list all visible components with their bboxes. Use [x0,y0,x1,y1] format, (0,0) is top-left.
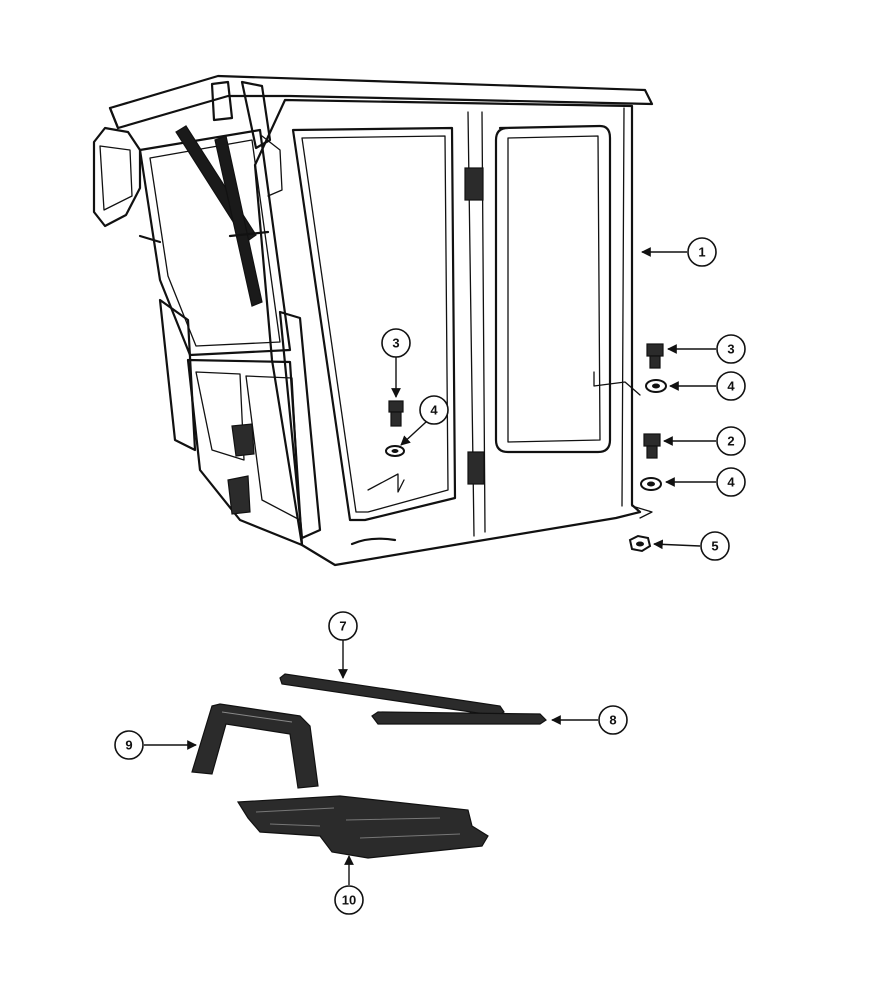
bolt-3-right [646,343,664,369]
floor-mat-10 [236,795,489,859]
leader-lines [144,247,716,885]
callout-2: 2 [716,426,746,456]
svg-text:3: 3 [392,336,399,351]
callout-9: 9 [114,730,144,760]
callout-3-right: 3 [716,334,746,364]
svg-text:9: 9 [125,738,132,753]
svg-text:10: 10 [342,893,356,908]
nut-5 [628,534,652,553]
cab-assembly [92,74,654,567]
bolt-3-left [388,400,404,427]
svg-text:7: 7 [339,619,346,634]
panel-9 [191,703,319,789]
svg-text:4: 4 [430,403,438,418]
callout-4-right-upper: 4 [716,371,746,401]
washer-4-right-upper [645,379,667,393]
callout-8: 8 [598,705,628,735]
svg-text:3: 3 [727,342,734,357]
seal-strip-7 [279,673,505,717]
svg-text:8: 8 [609,713,616,728]
callout-7: 7 [328,611,358,641]
svg-text:5: 5 [711,539,718,554]
svg-text:4: 4 [727,379,735,394]
svg-text:1: 1 [698,245,705,260]
svg-text:2: 2 [727,434,734,449]
callout-1: 1 [687,237,717,267]
washer-4-left [385,445,405,457]
leader-5 [653,539,701,550]
svg-text:4: 4 [727,475,735,490]
callout-5: 5 [700,531,730,561]
bolt-2 [643,433,661,459]
seal-strip-8 [371,711,547,725]
callout-4-left: 4 [419,395,449,425]
washer-4-right-lower [640,477,662,491]
callout-4-right-lower: 4 [716,467,746,497]
leader-4-left [400,421,427,446]
callout-10: 10 [334,885,364,915]
callout-3-left: 3 [381,328,411,358]
